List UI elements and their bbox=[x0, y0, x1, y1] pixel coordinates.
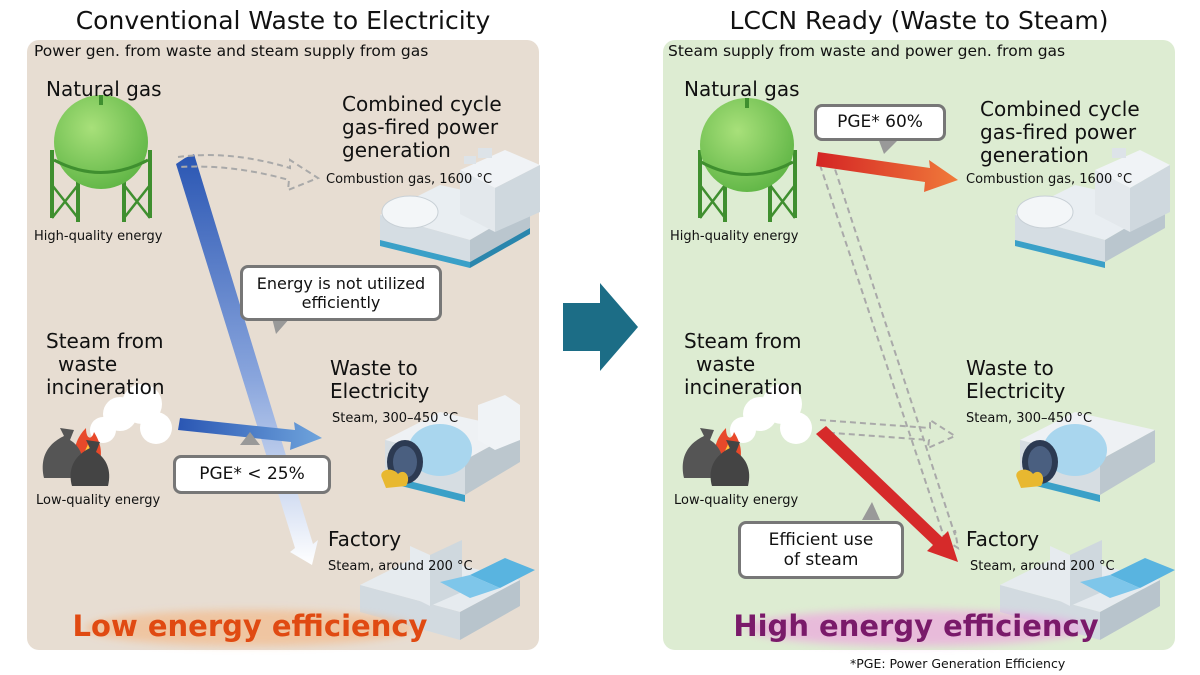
left-result-glow bbox=[85, 610, 415, 646]
left-ccgt-label: Combined cycle gas-fired power generatio… bbox=[342, 92, 502, 162]
right-ccgt-label: Combined cycle gas-fired power generatio… bbox=[980, 97, 1140, 167]
smoke-icon bbox=[90, 384, 172, 444]
left-low-quality-label: Low-quality energy bbox=[36, 493, 161, 508]
gas-tank-icon-right bbox=[698, 98, 797, 222]
waste-bag-icon-right bbox=[682, 428, 750, 486]
right-title: LCCN Ready (Waste to Steam) bbox=[729, 6, 1109, 35]
ccgt-plant-icon-right bbox=[1015, 148, 1170, 268]
left-subtitle: Power gen. from waste and steam supply f… bbox=[34, 42, 429, 60]
right-steam-temp-label: Steam, 300–450 °C bbox=[966, 411, 1093, 426]
gas-to-ccgt-arrow bbox=[816, 152, 958, 192]
factory-icon bbox=[360, 540, 535, 640]
waste-to-electricity-plant-icon bbox=[381, 395, 520, 502]
left-result: Low energy efficiency bbox=[72, 609, 428, 643]
right-result-glow bbox=[746, 610, 1086, 646]
left-factory-steam-label: Steam, around 200 °C bbox=[328, 559, 473, 574]
right-low-quality-label: Low-quality energy bbox=[674, 493, 799, 508]
right-factory-label: Factory bbox=[966, 527, 1040, 551]
ccgt-plant-icon bbox=[380, 148, 540, 268]
pge-callout-tail bbox=[240, 432, 260, 445]
gas-tank-icon bbox=[50, 95, 152, 222]
right-combustion-gas-label: Combustion gas, 1600 °C bbox=[966, 172, 1133, 187]
smoke-icon-right bbox=[730, 384, 812, 444]
steam-to-factory-arrow bbox=[816, 426, 958, 562]
left-title: Conventional Waste to Electricity bbox=[75, 6, 491, 35]
transition-arrow bbox=[563, 283, 638, 371]
left-steam-temp-label: Steam, 300–450 °C bbox=[332, 411, 459, 426]
right-pge-callout: PGE* 60% bbox=[814, 104, 946, 141]
pge-callout-tail-right bbox=[878, 138, 900, 154]
left-wte-label: Waste to Electricity bbox=[330, 356, 430, 403]
right-result: High energy efficiency bbox=[733, 609, 1099, 643]
right-wte-label: Waste to Electricity bbox=[966, 356, 1066, 403]
right-subtitle: Steam supply from waste and power gen. f… bbox=[668, 42, 1066, 60]
left-high-quality-label: High-quality energy bbox=[34, 229, 163, 244]
left-factory-label: Factory bbox=[328, 527, 402, 551]
energy-callout-tail bbox=[272, 318, 290, 334]
right-steam-label: Steam from waste incineration bbox=[684, 329, 803, 399]
left-steam-label: Steam from waste incineration bbox=[46, 329, 165, 399]
left-pge-callout: PGE* < 25% bbox=[173, 455, 331, 494]
steam-callout-tail bbox=[862, 502, 880, 520]
waste-bag-icon bbox=[42, 428, 110, 486]
left-energy-callout: Energy is not utilized efficiently bbox=[240, 265, 442, 321]
footnote: *PGE: Power Generation Efficiency bbox=[850, 656, 1066, 671]
left-natural-gas-label: Natural gas bbox=[46, 77, 162, 101]
right-high-quality-label: High-quality energy bbox=[670, 229, 799, 244]
gas-to-ccgt-dashed-arrow bbox=[177, 154, 321, 192]
right-natural-gas-label: Natural gas bbox=[684, 77, 800, 101]
gas-to-factory-arrow bbox=[176, 154, 318, 565]
right-steam-callout: Efficient use of steam bbox=[738, 521, 904, 579]
waste-to-electricity-plant-icon-right bbox=[1016, 412, 1155, 502]
left-combustion-gas-label: Combustion gas, 1600 °C bbox=[326, 172, 493, 187]
right-factory-steam-label: Steam, around 200 °C bbox=[970, 559, 1115, 574]
